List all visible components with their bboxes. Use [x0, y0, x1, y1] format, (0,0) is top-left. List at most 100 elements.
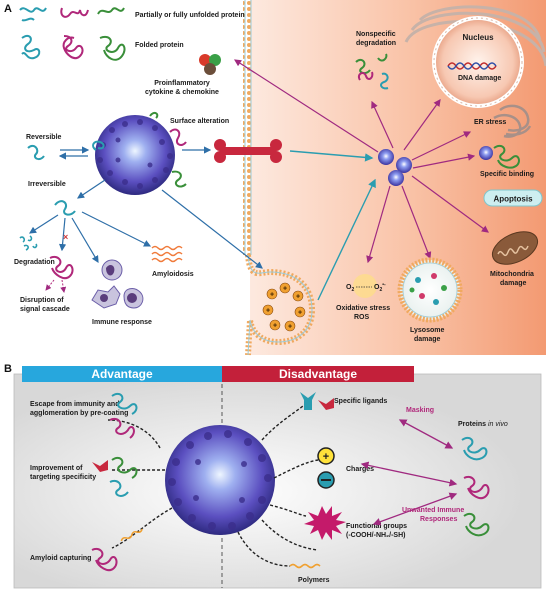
to-oxidative-arrow — [366, 185, 391, 264]
disrupted-protein-icon — [45, 256, 74, 293]
lysosome-icon — [397, 257, 463, 323]
legend-unfolded-proteins: Partially or fully unfolded protein — [19, 7, 245, 22]
escape-label-2: agglomeration by pre-coating — [30, 410, 128, 417]
cytokine-label-1: Proinflammatory — [154, 80, 210, 87]
to-cytokine-arrow — [233, 59, 379, 153]
charge-interaction-arrow — [360, 461, 458, 487]
specific-binding-icon — [479, 144, 520, 169]
to-er-arrow — [411, 131, 472, 161]
disruption-label-2: signal cascade — [20, 306, 70, 313]
unwanted-label-1: Unwanted Immune — [402, 507, 464, 514]
immune-cells-icon — [91, 259, 144, 309]
membrane-receptor — [214, 139, 282, 163]
in-vivo-proteins-icon — [461, 436, 490, 537]
svg-text:+: + — [288, 324, 292, 331]
blocked-x-icon: × — [63, 232, 68, 242]
endosome-escape-arrow — [317, 178, 376, 301]
svg-text:+: + — [273, 323, 277, 330]
panel-b: B Advantage Disadvantage — [0, 358, 546, 592]
amyloid-fibrils-icon — [151, 245, 183, 263]
disruption-arrow — [58, 217, 67, 252]
panel-b-connectors — [107, 399, 319, 567]
apoptosis-badge — [483, 189, 543, 207]
cell-membrane — [243, 0, 316, 356]
polymer-chain-icon — [289, 563, 321, 569]
panel-b-letter: B — [4, 363, 12, 375]
panel-a-letter: A — [4, 3, 12, 15]
charges-icon: + — [317, 447, 335, 489]
superoxide-label: O2•- — [374, 282, 386, 293]
advantage-title: Advantage — [91, 367, 153, 381]
amyloid-capture-icon — [91, 528, 143, 572]
reversible-protein — [27, 144, 45, 161]
to-specific-binding-arrow — [412, 153, 476, 169]
o2-label: O2 — [346, 284, 354, 293]
nanoparticle-large — [92, 111, 187, 195]
legend-unfolded-label: Partially or fully unfolded protein — [135, 12, 245, 19]
endocytosis-arrow — [161, 189, 263, 269]
amyloid-capturing-label: Amyloid capturing — [30, 555, 91, 562]
amyloidosis-label: Amyloidosis — [152, 271, 194, 278]
nucleus-label: Nucleus — [462, 33, 494, 42]
effect-arrows — [233, 59, 489, 264]
oxidative-label-2: ROS — [354, 314, 370, 321]
lysosome-label-1: Lysosome — [410, 327, 444, 334]
irreversible-label: Irreversible — [28, 181, 66, 188]
disadvantage-bar — [222, 366, 414, 382]
disadvantage-title: Disadvantage — [279, 367, 357, 381]
degradation-label: Degradation — [14, 259, 55, 266]
advantage-bar — [22, 366, 222, 382]
dna-damage-label: DNA damage — [458, 75, 501, 82]
apoptosis-label: Apoptosis — [493, 195, 533, 204]
uptake-arrow — [289, 150, 374, 162]
panel-a: A Partially or fully unfolded protein Fo… — [4, 0, 546, 356]
svg-text:+: + — [296, 294, 300, 301]
precoated-proteins-icon — [109, 392, 138, 439]
degraded-fragments-icon — [19, 235, 38, 251]
oxidative-label-1: Oxidative stress — [336, 305, 390, 312]
svg-text:+: + — [298, 310, 302, 317]
cytokine-label-2: cytokine & chemokine — [145, 89, 219, 96]
specific-ligands-label: Specific ligands — [334, 398, 387, 405]
ros-icon — [353, 274, 377, 298]
degradation-arrow — [28, 214, 59, 234]
nonspecific-label-1: Nonspecific — [356, 31, 396, 38]
surface-alteration-label: Surface alteration — [170, 118, 229, 125]
specific-binding-label: Specific binding — [480, 171, 534, 178]
immune-arrow — [71, 217, 99, 264]
svg-text:+: + — [323, 451, 329, 463]
targeting-label-1: Improvement of — [30, 465, 83, 472]
nonspecific-label-2: degradation — [356, 40, 396, 47]
charges-label: Charges — [346, 466, 374, 473]
mitochondria-icon — [491, 231, 539, 265]
irreversible-arrow — [77, 179, 106, 199]
endosome-particles: + + + + + + + — [262, 282, 306, 332]
unwanted-label-2: Responses — [420, 516, 457, 523]
svg-text:+: + — [266, 308, 270, 315]
cytokine-beads — [199, 54, 221, 75]
nonspecific-degraded-proteins-icon — [355, 53, 389, 90]
to-mitochondria-arrow — [411, 175, 489, 233]
targeting-ligand-icon — [92, 456, 138, 497]
to-lysosome-arrow — [401, 185, 432, 260]
svg-text:+: + — [270, 292, 274, 299]
immune-response-label: Immune response — [92, 319, 152, 326]
functional-groups-label-2: (-COOH/-NH₂/-SH) — [346, 532, 406, 539]
functional-interaction-arrow — [372, 492, 458, 526]
disruption-label-1: Disruption of — [20, 297, 64, 304]
nanoparticle-panel-b — [165, 425, 275, 535]
masking-label: Masking — [406, 407, 434, 414]
intracellular-nanoparticles — [378, 149, 412, 186]
to-nonspecific-arrow — [371, 100, 394, 149]
functional-groups-icon — [304, 506, 346, 540]
er-stress-label: ER stress — [474, 119, 506, 126]
masking-arrow — [398, 419, 454, 449]
nucleus — [404, 5, 546, 108]
legend-folded-proteins: Folded protein — [21, 34, 184, 61]
reversible-label: Reversible — [26, 134, 62, 141]
legend-folded-label: Folded protein — [135, 42, 184, 49]
functional-groups-label-1: Functional groups — [346, 523, 407, 530]
svg-text:+: + — [283, 286, 287, 293]
